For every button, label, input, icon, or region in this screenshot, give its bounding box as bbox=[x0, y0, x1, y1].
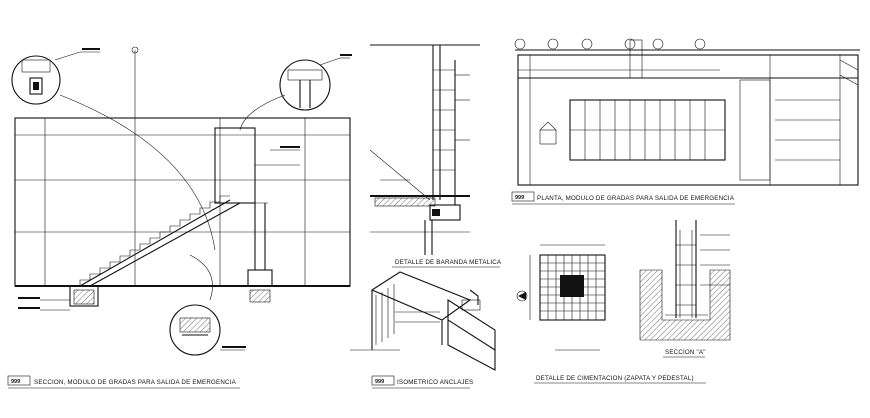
railing-detail: DETALLE DE BARANDA METALICA bbox=[369, 44, 502, 268]
isometric-title: ISOMETRICO ANCLAJES bbox=[397, 379, 473, 386]
plan-tag: 999 bbox=[515, 195, 524, 201]
isometric-anchors: 999 ISOMETRICO ANCLAJES bbox=[350, 271, 496, 389]
foundation-detail: DETALLE DE CIMENTACION (ZAPATA Y PEDESTA… bbox=[516, 244, 706, 384]
section-tag: 999 bbox=[11, 379, 20, 385]
section-a-detail: SECCION "A" bbox=[639, 220, 731, 358]
foundation-title: DETALLE DE CIMENTACION (ZAPATA Y PEDESTA… bbox=[536, 375, 694, 382]
plan-title: PLANTA, MODULO DE GRADAS PARA SALIDA DE … bbox=[537, 195, 735, 202]
section-drawing: 999 SECCION, MODULO DE GRADAS PARA SALID… bbox=[7, 46, 352, 389]
plan-drawing: 999 PLANTA, MODULO DE GRADAS PARA SALIDA… bbox=[511, 38, 860, 205]
isometric-tag: 999 bbox=[375, 379, 384, 385]
railing-detail-title: DETALLE DE BARANDA METALICA bbox=[395, 259, 502, 266]
section-a-title: SECCION "A" bbox=[665, 349, 706, 356]
section-title: SECCION, MODULO DE GRADAS PARA SALIDA DE… bbox=[34, 379, 237, 386]
